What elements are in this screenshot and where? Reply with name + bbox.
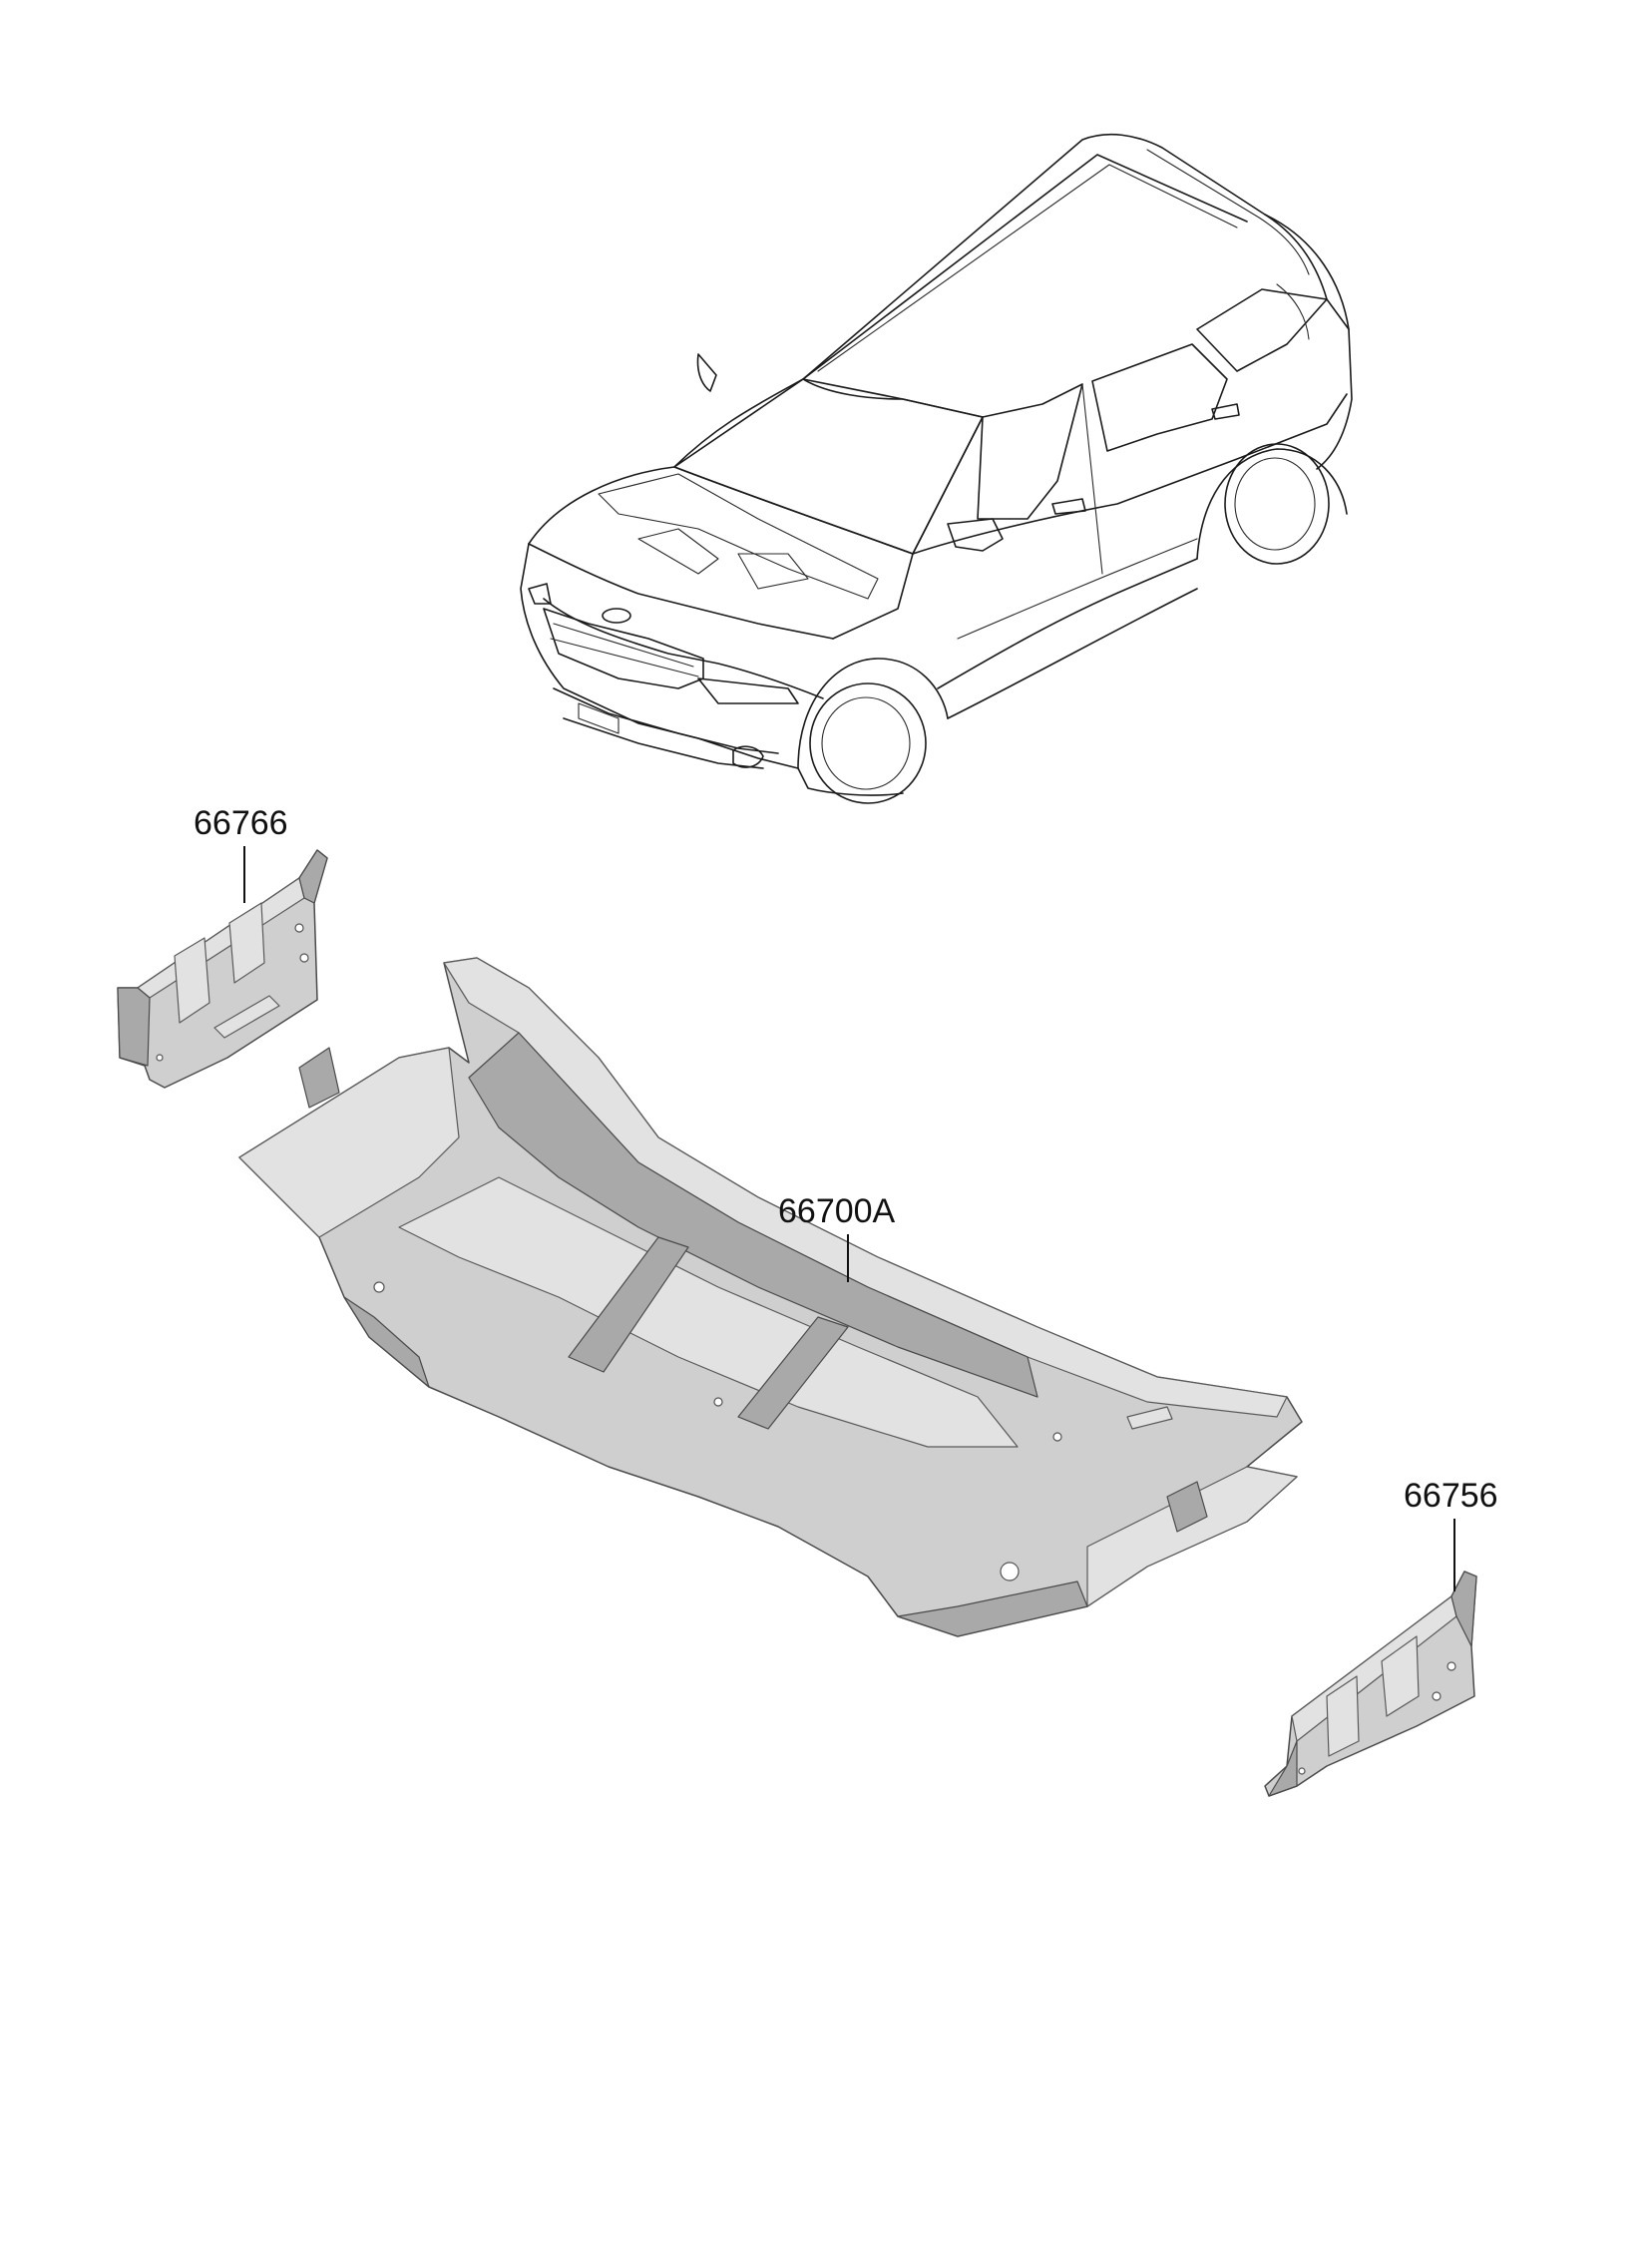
bracket-66766 xyxy=(117,849,328,1089)
callout-label: 66700A xyxy=(778,1192,896,1230)
callout-66700A: 66700A xyxy=(778,1192,896,1282)
callout-66756: 66756 xyxy=(1404,1477,1498,1591)
cowl-panel-66700A xyxy=(238,957,1303,1637)
vehicle-illustration xyxy=(520,133,1353,804)
callout-label: 66756 xyxy=(1404,1477,1498,1515)
callout-label: 66766 xyxy=(194,804,288,842)
callout-66766: 66766 xyxy=(194,804,288,903)
bracket-66756 xyxy=(1264,1571,1477,1797)
